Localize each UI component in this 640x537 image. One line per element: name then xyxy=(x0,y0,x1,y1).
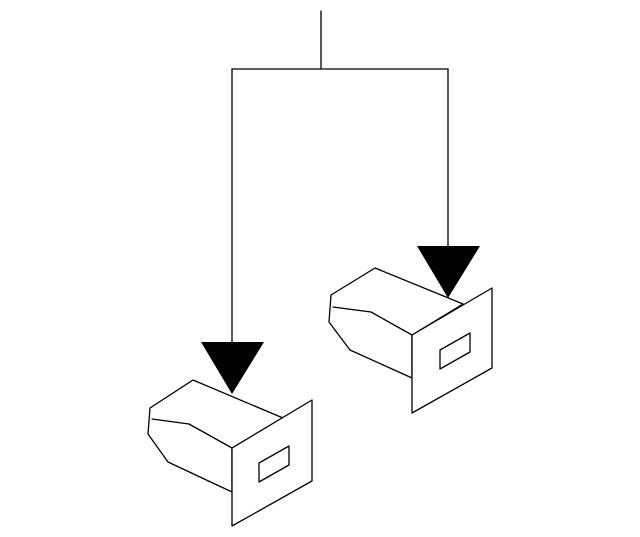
clip-part-left xyxy=(147,379,313,527)
clip-left-crease xyxy=(151,418,233,449)
arrowhead-left xyxy=(201,342,264,394)
leader-lines xyxy=(231,10,449,346)
clip-right-face xyxy=(411,287,493,414)
clip-part-right xyxy=(328,267,493,414)
clip-right-body xyxy=(328,267,464,379)
arrowhead-right xyxy=(417,246,480,298)
clip-right-slot xyxy=(439,332,471,370)
clip-left-face xyxy=(231,399,313,527)
clip-right-crease xyxy=(332,306,413,336)
clip-left-slot xyxy=(258,445,290,483)
